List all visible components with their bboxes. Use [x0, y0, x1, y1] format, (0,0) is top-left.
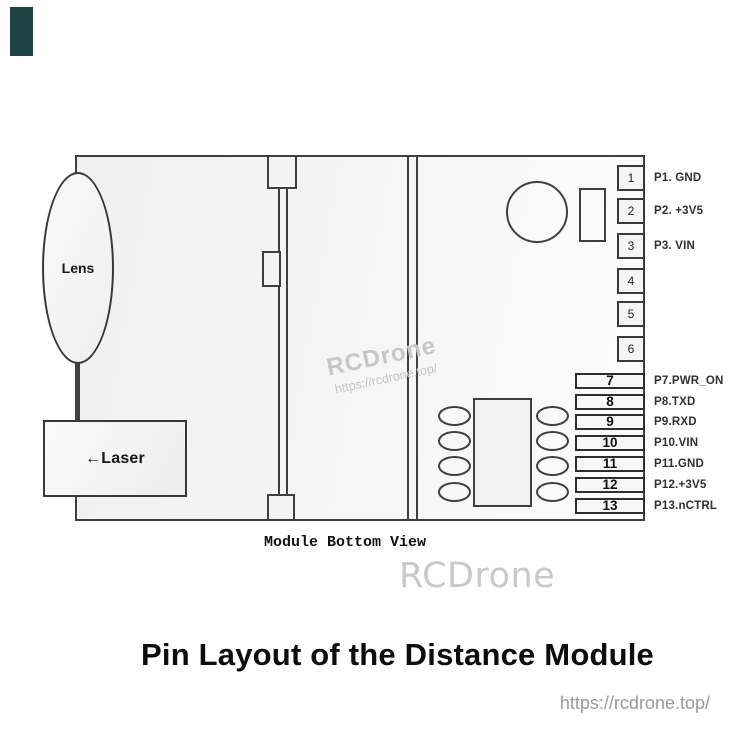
- pin-label-12: P12.+3V5: [654, 479, 707, 491]
- pin-label-2: P2. +3V5: [654, 205, 704, 217]
- chip-pad-right-3: [536, 456, 569, 476]
- pin-bar-10: 10: [575, 435, 645, 451]
- pin-label-11: P11.GND: [654, 458, 704, 470]
- lens-laser-connector-line: [77, 362, 80, 422]
- bottom-tab-block: [267, 494, 295, 521]
- pin-label-3: P3. VIN: [654, 240, 696, 252]
- lens-label: Lens: [61, 260, 95, 276]
- chip-pad-right-4: [536, 482, 569, 502]
- chip-pad-right-1: [536, 406, 569, 426]
- pin-bar-12: 12: [575, 477, 645, 493]
- pin-bar-8: 8: [575, 394, 645, 410]
- pin-bar-9: 9: [575, 414, 645, 430]
- section-divider: [407, 155, 418, 521]
- mid-rail-block: [262, 251, 281, 287]
- pin-label-10: P10.VIN: [654, 437, 699, 449]
- left-arrow-icon: ←: [85, 449, 102, 467]
- top-tab-block: [267, 155, 297, 189]
- pin-label-9: P9.RXD: [654, 416, 697, 428]
- chip-pad-left-3: [438, 456, 471, 476]
- footer-url: https://rcdrone.top/: [559, 693, 710, 713]
- lens-ellipse: Lens: [42, 172, 114, 364]
- pin-label-13: P13.nCTRL: [654, 500, 718, 512]
- chip-body: [473, 398, 532, 507]
- pin-square-6: 6: [617, 336, 645, 362]
- chip-pad-right-2: [536, 431, 569, 451]
- chip-pad-left-2: [438, 431, 471, 451]
- pin-bar-7: 7: [575, 373, 645, 389]
- pin-square-1: 1: [617, 165, 645, 191]
- circular-component: [506, 181, 568, 243]
- watermark-big-brand: RCDrone: [399, 556, 556, 596]
- rect-component: [579, 188, 606, 242]
- module-caption: Module Bottom View: [263, 534, 427, 551]
- pin-bar-13: 13: [575, 498, 645, 514]
- pin-square-2: 2: [617, 198, 645, 224]
- corner-accent-mark: [10, 7, 33, 56]
- pin-square-4: 4: [617, 268, 645, 294]
- pin-square-5: 5: [617, 301, 645, 327]
- pin-bar-11: 11: [575, 456, 645, 472]
- laser-label: Laser: [101, 449, 145, 467]
- chip-pad-left-1: [438, 406, 471, 426]
- page-title: Pin Layout of the Distance Module: [141, 637, 654, 672]
- pin-label-1: P1. GND: [654, 172, 702, 184]
- belt-rail: [278, 188, 288, 495]
- pin-label-8: P8.TXD: [654, 396, 696, 408]
- laser-box: ←Laser: [43, 420, 187, 497]
- chip-pad-left-4: [438, 482, 471, 502]
- pin-square-3: 3: [617, 233, 645, 259]
- pin-label-7: P7.PWR_ON: [654, 375, 724, 387]
